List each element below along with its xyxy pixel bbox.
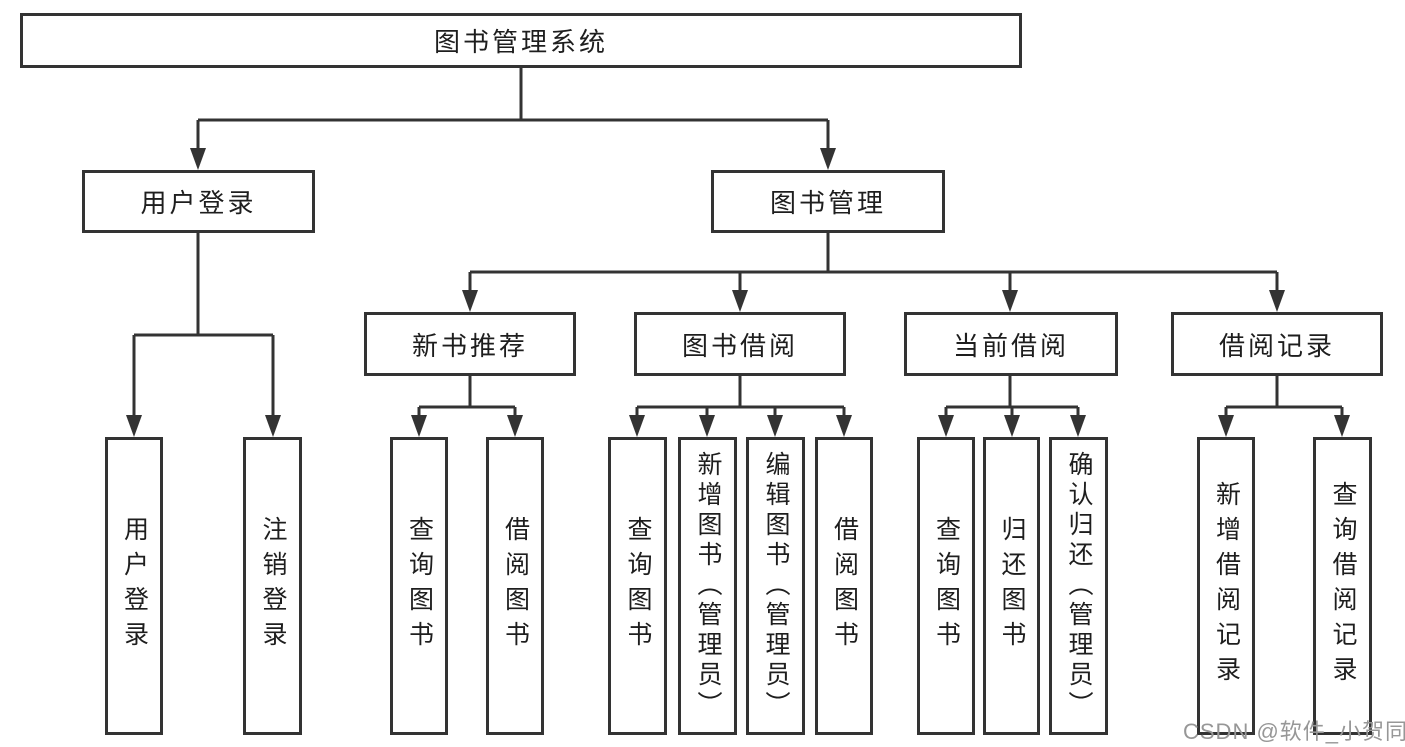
node-library-management-system: 图书管理系统 [20, 13, 1022, 68]
node-label: 新书推荐 [411, 330, 528, 361]
leaf-label: 归还图书 [998, 516, 1026, 656]
leaf-query-books: 查询图书 [608, 437, 667, 735]
leaf-borrow-books: 借阅图书 [815, 437, 873, 735]
leaf-label: 借阅图书 [501, 516, 530, 656]
leaf-label: 编辑图书（管理员） [762, 451, 790, 721]
leaf-label: 确认归还（管理员） [1065, 451, 1093, 721]
leaf-return-books: 归还图书 [983, 437, 1040, 735]
node-label: 用户登录 [140, 188, 257, 218]
leaf-label: 借阅图书 [830, 516, 859, 656]
connector-lines [132, 68, 1344, 417]
leaf-query-books: 查询图书 [390, 437, 448, 735]
connector-arrowheads [126, 148, 1350, 437]
leaf-user-login: 用户登录 [105, 437, 163, 735]
node-user-login: 用户登录 [82, 170, 315, 233]
node-book-management: 图书管理 [711, 170, 945, 233]
csdn-watermark: CSDN @软件_小贺同学 [1183, 719, 1405, 744]
leaf-label: 新增借阅记录 [1212, 481, 1241, 691]
leaf-borrow-books: 借阅图书 [486, 437, 544, 735]
leaf-edit-books-admin: 编辑图书（管理员） [746, 437, 805, 735]
leaf-label: 新增图书（管理员） [694, 451, 722, 721]
node-borrowing-records: 借阅记录 [1171, 312, 1383, 376]
node-label: 图书管理系统 [433, 27, 608, 57]
node-label: 图书管理 [769, 188, 886, 218]
leaf-query-borrow-record: 查询借阅记录 [1313, 437, 1372, 735]
leaf-query-books: 查询图书 [917, 437, 975, 735]
leaf-label: 查询图书 [405, 516, 434, 656]
leaf-label: 查询图书 [932, 516, 961, 656]
node-label: 借阅记录 [1218, 330, 1335, 361]
leaf-label: 注销登录 [259, 516, 287, 656]
leaf-logout: 注销登录 [243, 437, 302, 735]
leaf-label: 用户登录 [120, 516, 149, 656]
leaf-add-borrow-record: 新增借阅记录 [1197, 437, 1255, 735]
node-current-borrowing: 当前借阅 [904, 312, 1118, 376]
node-label: 图书借阅 [681, 330, 798, 361]
leaf-add-books-admin: 新增图书（管理员） [678, 437, 737, 735]
node-book-borrowing: 图书借阅 [634, 312, 846, 376]
leaf-confirm-return-admin: 确认归还（管理员） [1049, 437, 1108, 735]
node-new-book-recommendation: 新书推荐 [364, 312, 576, 376]
node-label: 当前借阅 [952, 330, 1069, 361]
leaf-label: 查询借阅记录 [1329, 481, 1357, 691]
leaf-label: 查询图书 [624, 516, 652, 656]
